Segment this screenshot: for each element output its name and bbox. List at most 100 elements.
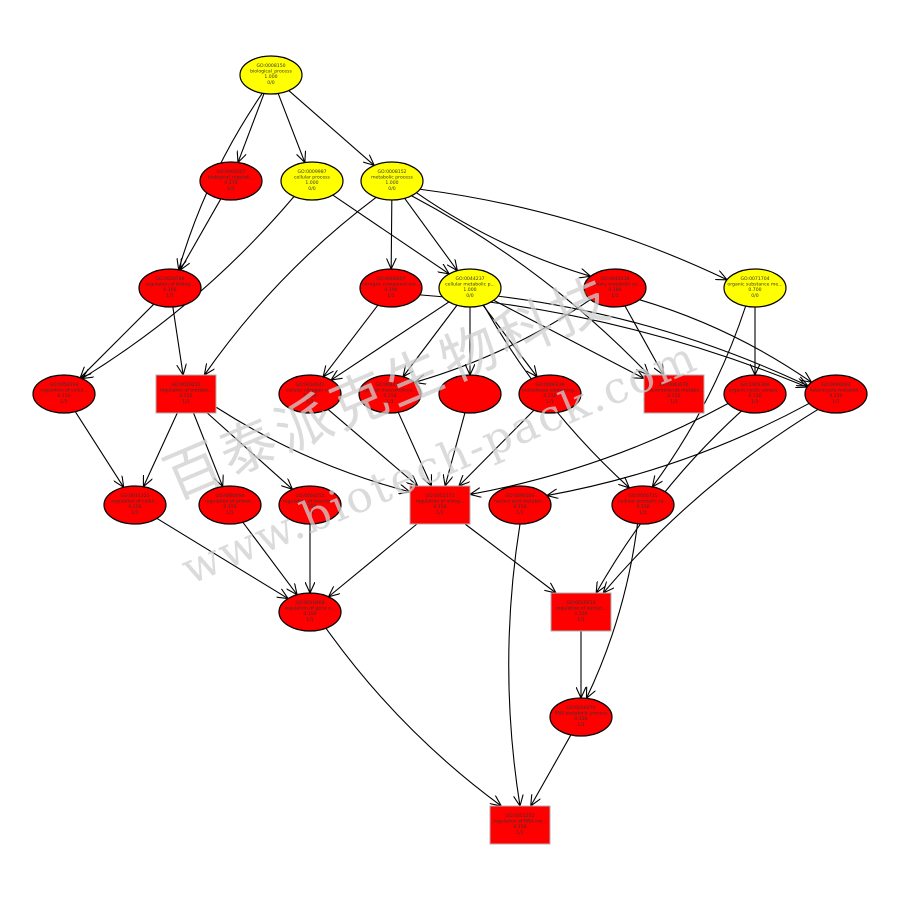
go-term-ellipse bbox=[438, 374, 502, 414]
node-label-line-3: 1.000 bbox=[463, 287, 476, 293]
go-term-ellipse bbox=[359, 268, 423, 308]
edge-n7-n12 bbox=[331, 301, 450, 380]
edge-n23-n28 bbox=[508, 523, 520, 806]
node-label-line-4: 0/0 bbox=[267, 80, 274, 86]
edge-n4-n16 bbox=[411, 195, 649, 375]
node-layer: GO:0008150biological_process1.0000/0GO:0… bbox=[32, 55, 868, 845]
node-label-line-1: GO:0065007 bbox=[216, 169, 245, 175]
node-label-line-2: organic cyclic compo... bbox=[729, 388, 782, 394]
node-label-line-2: cellular metabolic p... bbox=[445, 282, 495, 288]
node-label-line-3: 0.150 bbox=[433, 504, 446, 510]
go-term-ellipse bbox=[198, 485, 262, 525]
go-term-node-n15[interactable]: GO:0006139nucleobase-containing...0.1501… bbox=[518, 374, 582, 414]
edge-n11-n21 bbox=[206, 412, 292, 489]
edge-n24-n27 bbox=[586, 523, 639, 699]
go-term-node-n14[interactable] bbox=[438, 374, 502, 414]
node-label-line-4: 1/1 bbox=[226, 510, 233, 516]
edge-n4-n8 bbox=[416, 192, 590, 277]
go-term-ellipse bbox=[723, 268, 787, 308]
node-label-line-2: regulation of biolog... bbox=[145, 282, 194, 288]
edge-n18-n26 bbox=[603, 408, 819, 593]
go-term-ellipse bbox=[278, 592, 342, 632]
edge-n17-n22 bbox=[470, 402, 729, 494]
node-label-line-2: regulation of cellul... bbox=[40, 388, 87, 394]
go-term-ellipse bbox=[32, 374, 96, 414]
node-label-line-1: GO:0009987 bbox=[297, 169, 326, 175]
edge-layer bbox=[74, 90, 819, 806]
edge-n14-n22 bbox=[445, 412, 466, 486]
go-term-box bbox=[409, 485, 471, 525]
node-label-line-3: 0.150 bbox=[128, 504, 141, 510]
node-label-line-1: GO:0019219 bbox=[566, 600, 595, 606]
edge-n1-n4 bbox=[288, 90, 374, 166]
node-label-line-4: 1/1 bbox=[166, 293, 173, 299]
edge-n11-n20 bbox=[193, 412, 223, 487]
node-label-line-3: 0.150 bbox=[829, 393, 842, 399]
node-label-line-2: regulation of nucleo... bbox=[556, 606, 606, 612]
node-label-line-1: GO:0010468 bbox=[295, 600, 324, 606]
node-label-line-1: GO:0090304 bbox=[505, 493, 534, 499]
go-term-ellipse bbox=[239, 55, 303, 95]
go-term-ellipse bbox=[199, 161, 263, 201]
go-term-ellipse bbox=[488, 485, 552, 525]
go-term-ellipse bbox=[611, 485, 675, 525]
node-label-line-4: 1/1 bbox=[832, 399, 839, 405]
edge-n5-n10 bbox=[80, 303, 155, 378]
node-label-line-3: 0.180 bbox=[608, 287, 621, 293]
node-label-line-1: GO:0051171 bbox=[425, 493, 454, 499]
node-label-line-4: 1/1 bbox=[306, 510, 313, 516]
edge-n1-n2 bbox=[238, 93, 265, 163]
node-label-line-3: 0.150 bbox=[574, 611, 587, 617]
node-label-line-2: metabolic process bbox=[371, 175, 413, 181]
node-label-line-3: 0.150 bbox=[574, 716, 587, 722]
go-term-ellipse bbox=[723, 374, 787, 414]
node-label-line-2: regulation of metabo... bbox=[160, 388, 213, 394]
go-term-ellipse bbox=[804, 374, 868, 414]
edge-n22-n26 bbox=[464, 523, 556, 593]
node-label-line-1: GO:0016070 bbox=[566, 705, 595, 711]
edge-n4-n7 bbox=[404, 198, 458, 270]
edge-n25-n28 bbox=[325, 627, 501, 806]
edge-n15-n22 bbox=[459, 409, 535, 486]
edge-n8-n18 bbox=[639, 299, 811, 383]
node-label-line-3: 0.150 bbox=[303, 504, 316, 510]
node-label-line-2: regulation of RNA me... bbox=[493, 819, 547, 825]
edge-n5-n11 bbox=[172, 306, 183, 375]
node-label-line-3: 1.000 bbox=[264, 74, 277, 80]
edge-n7-n13 bbox=[403, 304, 458, 377]
go-term-ellipse bbox=[549, 697, 613, 737]
node-label-line-4: 1/1 bbox=[611, 293, 618, 299]
go-term-ellipse bbox=[518, 374, 582, 414]
node-label-line-3: 0.190 bbox=[384, 287, 397, 293]
node-label-line-3: 1.000 bbox=[305, 180, 318, 186]
go-term-ellipse bbox=[278, 485, 342, 525]
node-label-line-4: 1/1 bbox=[387, 293, 394, 299]
